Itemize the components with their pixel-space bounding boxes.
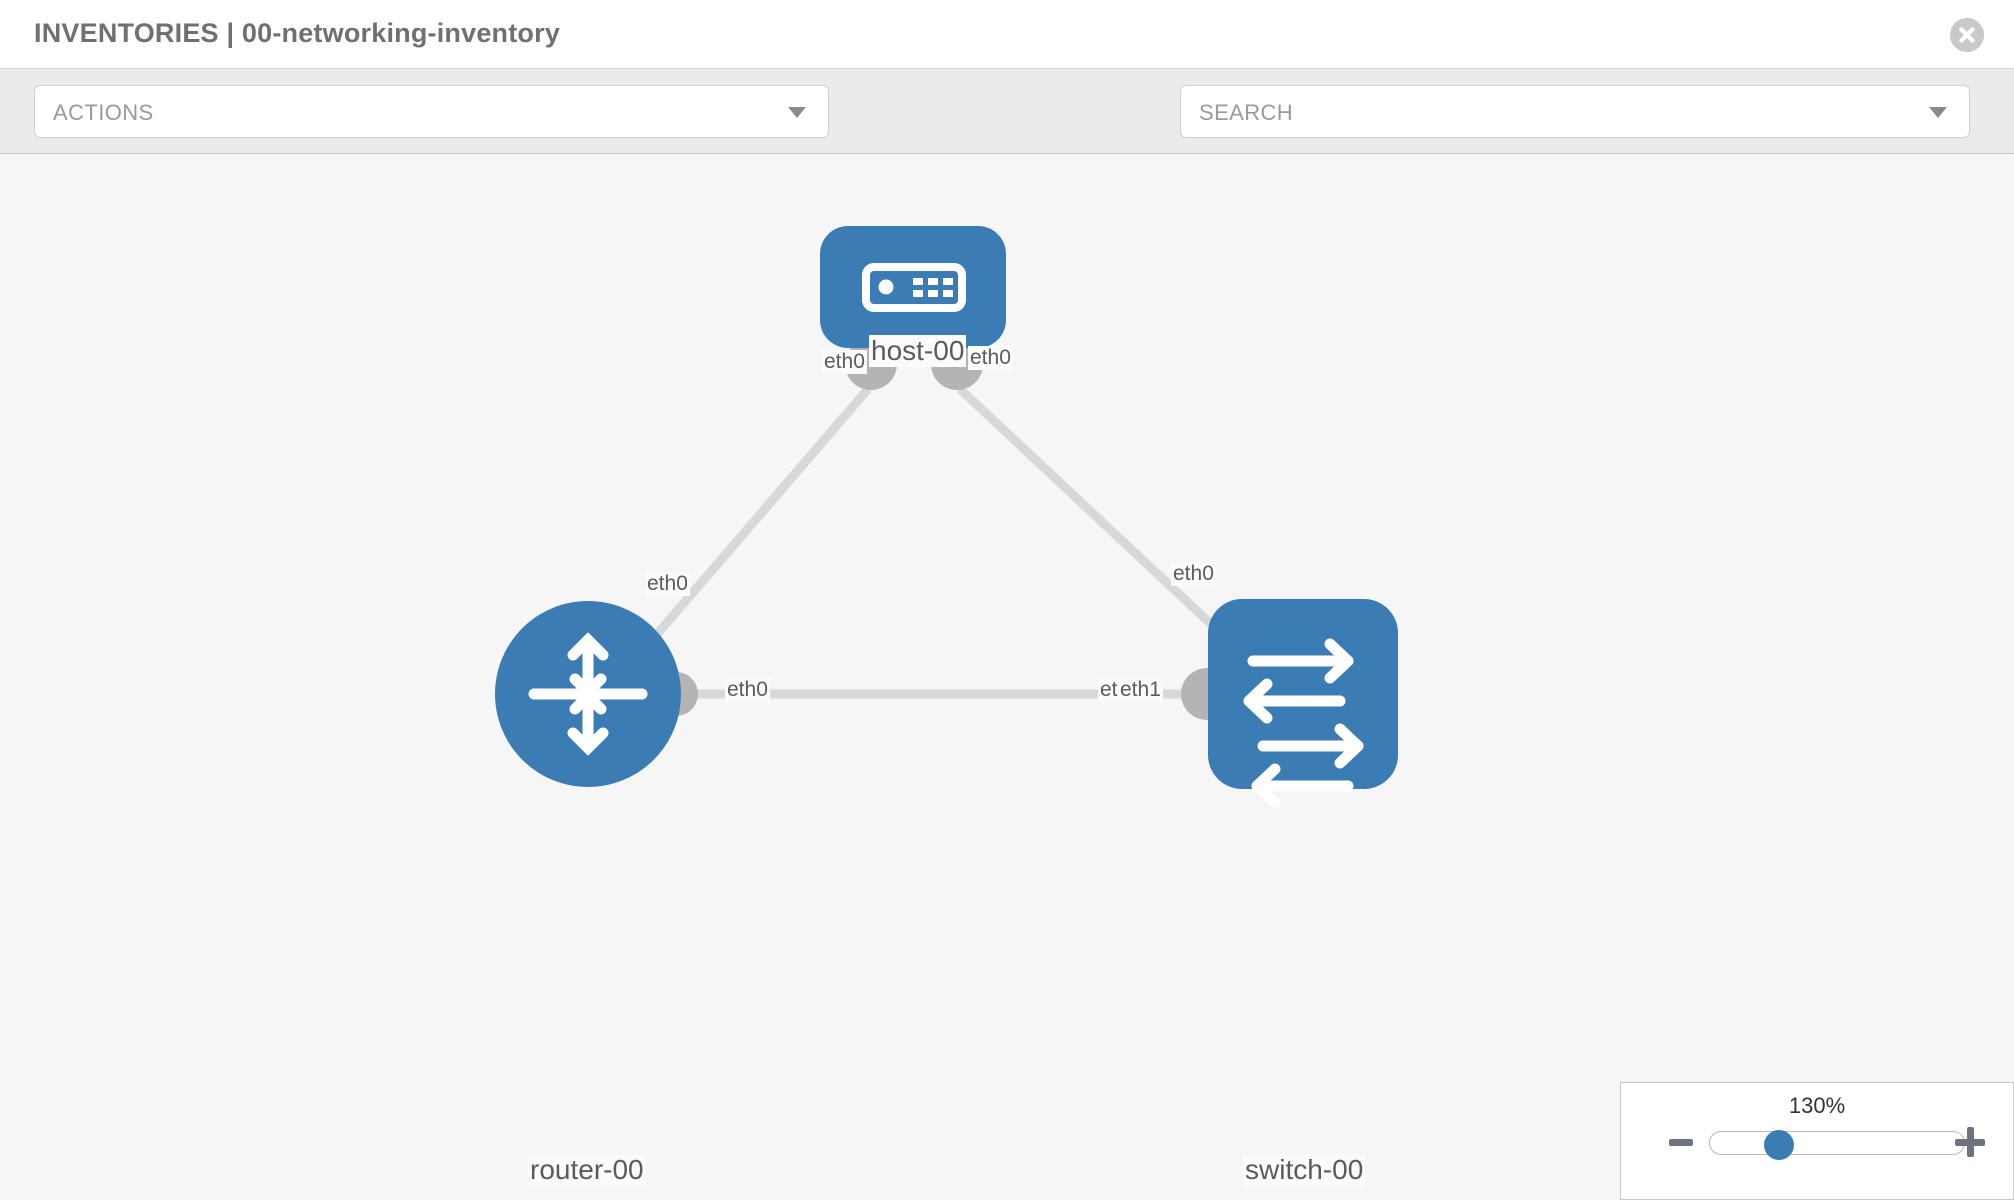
toolbar: ACTIONS SEARCH	[0, 68, 2014, 199]
node-label-host-00: host-00	[869, 335, 967, 367]
search-input[interactable]: SEARCH	[1180, 85, 1970, 138]
iface-label-router00-up: eth0	[645, 572, 690, 596]
search-placeholder: SEARCH	[1199, 100, 1294, 125]
node-router-00[interactable]	[495, 601, 681, 787]
page-header: INVENTORIES | 00-networking-inventory	[0, 0, 2014, 68]
chevron-down-icon	[1929, 107, 1947, 118]
actions-dropdown[interactable]: ACTIONS	[34, 85, 829, 138]
server-icon	[862, 263, 966, 312]
node-label-switch-00: switch-00	[1243, 1154, 1366, 1186]
iface-label-host00-left: eth0	[822, 350, 867, 374]
topology-links	[636, 385, 1247, 699]
page-title: INVENTORIES | 00-networking-inventory	[34, 18, 561, 48]
node-host-00[interactable]	[820, 226, 1006, 348]
zoom-slider-thumb[interactable]	[1764, 1130, 1794, 1160]
iface-label-host00-right: eth0	[968, 346, 1013, 370]
zoom-slider-track[interactable]	[1709, 1131, 1965, 1155]
iface-label-switch00-eth1: eth1	[1118, 678, 1163, 702]
zoom-out-button[interactable]	[1669, 1139, 1693, 1146]
node-switch-00[interactable]	[1208, 599, 1398, 809]
chevron-down-icon	[788, 107, 806, 118]
zoom-in-button[interactable]	[1955, 1127, 1985, 1157]
topology-graph[interactable]	[0, 154, 2014, 1200]
iface-label-router00-eth0: eth0	[725, 678, 770, 702]
link-host00-router00[interactable]	[636, 386, 872, 657]
zoom-control-panel: 130%	[1620, 1082, 2014, 1200]
close-icon	[1950, 18, 1984, 52]
router-arrows-icon	[528, 632, 648, 756]
link-host00-switch00[interactable]	[956, 385, 1247, 658]
iface-label-switch00-up: eth0	[1171, 562, 1216, 586]
node-label-router-00: router-00	[528, 1154, 646, 1186]
actions-dropdown-label: ACTIONS	[53, 100, 154, 125]
zoom-percent-label: 130%	[1788, 1093, 1846, 1118]
switch-arrows-icon	[1243, 638, 1364, 809]
close-button[interactable]	[1950, 18, 1984, 52]
topology-canvas[interactable]: eth0 eth0 eth0 eth0 eth0 eth0 eth1 host-…	[0, 154, 2014, 1200]
